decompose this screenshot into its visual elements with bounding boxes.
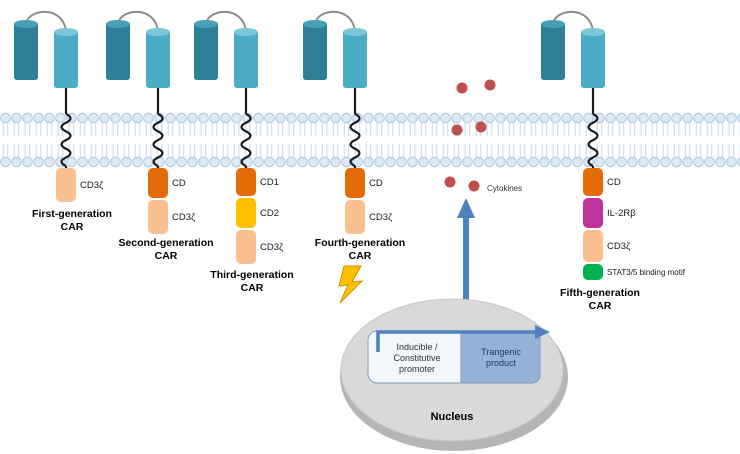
domain-box	[583, 198, 603, 228]
cytokine-dot	[475, 121, 487, 133]
plasma-membrane	[0, 112, 740, 168]
domain-box	[345, 168, 365, 198]
domain-box	[236, 230, 256, 264]
cytokine-dot	[451, 124, 463, 136]
domain-box	[236, 198, 256, 228]
cytokines-label: Cytokines	[487, 184, 522, 193]
domain-box	[236, 168, 256, 196]
domain-box	[583, 168, 603, 196]
car-generation-5: CD IL-2Rβ CD3ζ STAT3/5 binding motif Fif…	[539, 10, 686, 312]
domain-label: CD3ζ	[80, 180, 104, 191]
domain-label: CD	[369, 178, 383, 189]
domain-label: CD3ζ	[172, 212, 196, 223]
cytokines-group: Cytokines	[444, 79, 522, 193]
cytokine-dot	[444, 176, 456, 188]
domain-label: CD2	[260, 208, 279, 219]
domain-label: CD3ζ	[607, 241, 631, 252]
domain-box	[148, 168, 168, 198]
domain-box	[583, 264, 603, 280]
cytokine-dot	[484, 79, 496, 91]
domain-label: CD	[172, 178, 186, 189]
promoter-arrowhead-icon	[535, 325, 550, 339]
domain-box	[148, 200, 168, 234]
secretion-arrow-icon	[457, 198, 475, 302]
domain-label: CD3ζ	[260, 242, 284, 253]
nucleus-label: Nucleus	[431, 411, 474, 423]
domain-label: CD1	[260, 177, 279, 188]
cytokine-dot	[468, 180, 480, 192]
cytokine-dot	[456, 82, 468, 94]
transgene-box	[460, 330, 541, 384]
lightning-bolt-icon	[338, 265, 364, 304]
domain-box	[56, 168, 76, 202]
domain-label: STAT3/5 binding motif	[607, 268, 686, 277]
promoter-arrow-icon	[376, 330, 536, 352]
domain-label: IL-2Rβ	[607, 208, 636, 219]
domain-box	[583, 230, 603, 262]
domain-label: CD3ζ	[369, 212, 393, 223]
domain-box	[345, 200, 365, 234]
domain-label: CD	[607, 177, 621, 188]
